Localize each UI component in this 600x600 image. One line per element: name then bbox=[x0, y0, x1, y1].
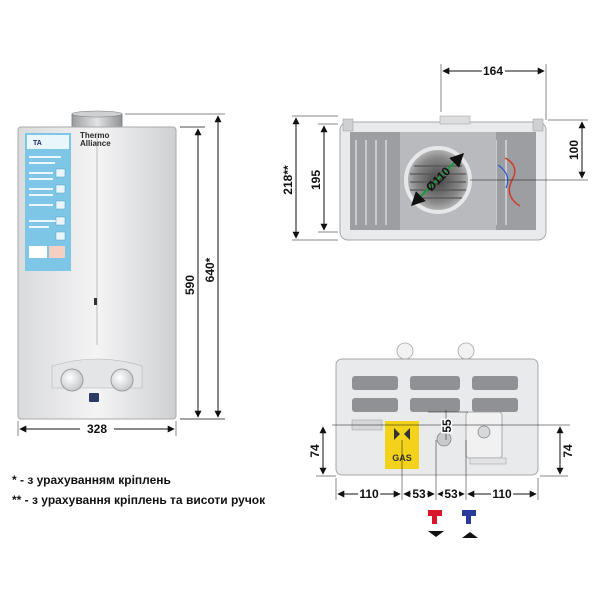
dim-width-164: 164 bbox=[483, 64, 503, 78]
dim-depth-195: 195 bbox=[309, 170, 323, 190]
gas-knob-icon[interactable] bbox=[60, 368, 84, 392]
dim-height-74-right: 74 bbox=[561, 444, 575, 458]
brand-name-bottom: Alliance bbox=[80, 139, 111, 148]
water-knob-icon[interactable] bbox=[110, 368, 134, 392]
front-view: TA Thermo Alliance bbox=[17, 110, 177, 420]
dim-pipe-offset-55: 55 bbox=[440, 419, 454, 433]
cold-water-faucet-icon bbox=[462, 510, 478, 538]
dim-flue-offset-100: 100 bbox=[567, 140, 581, 160]
dim-53-left: 53 bbox=[412, 487, 426, 501]
display-icon bbox=[89, 393, 99, 402]
front-dimensions: 590 640* 328 bbox=[17, 113, 225, 436]
bottom-view: GAS bbox=[335, 342, 539, 476]
cold-inlet-icon bbox=[436, 431, 452, 447]
dim-110-left: 110 bbox=[359, 487, 379, 501]
bottom-dimensions: 74 74 55 110 53 53 110 bbox=[308, 410, 575, 538]
note-mounting-handles: ** - з урахування кріплень та висоти руч… bbox=[12, 493, 266, 507]
brand-name-top: Thermo bbox=[80, 131, 109, 140]
dim-53-right: 53 bbox=[444, 487, 458, 501]
dim-110-right: 110 bbox=[492, 487, 512, 501]
dim-width-328: 328 bbox=[87, 422, 107, 436]
dim-height-74-left: 74 bbox=[308, 444, 322, 458]
note-mounting: * - з урахуванням кріплень bbox=[12, 473, 171, 487]
dim-depth-218: 218** bbox=[281, 165, 295, 195]
top-knob-left-icon bbox=[396, 342, 414, 360]
top-knob-right-icon bbox=[457, 342, 475, 360]
flame-window bbox=[94, 298, 97, 305]
top-dimensions: 164 218** 195 100 bbox=[281, 62, 588, 241]
brand-logo: TA bbox=[33, 140, 42, 147]
notes: * - з урахуванням кріплень ** - з урахув… bbox=[12, 473, 266, 507]
hot-water-faucet-icon bbox=[428, 510, 444, 537]
dim-height-590: 590 bbox=[183, 275, 197, 295]
dim-height-640: 640* bbox=[203, 257, 217, 282]
top-view: Ø110 bbox=[339, 115, 547, 241]
